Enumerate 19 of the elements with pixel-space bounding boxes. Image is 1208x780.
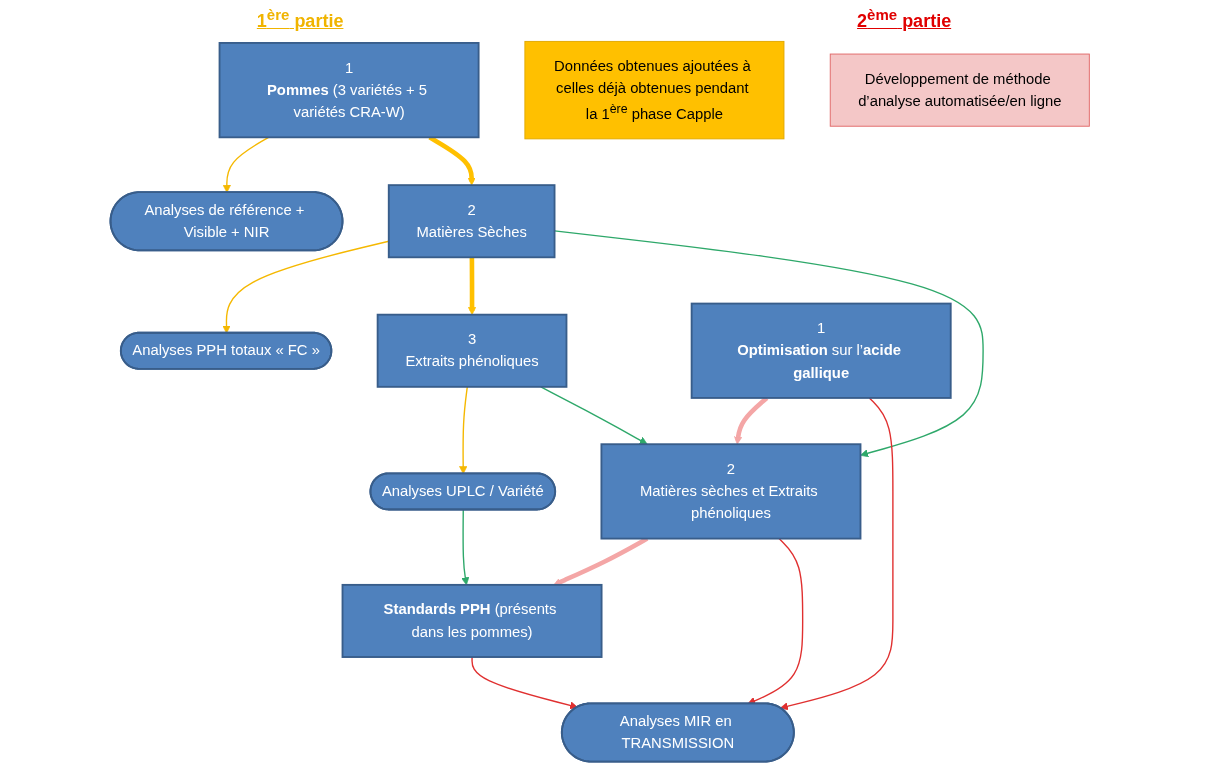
node-box: 2 Matières Sèches [387, 184, 556, 259]
arrow [780, 397, 894, 711]
section-heading: 2$^{ème}$ partie [857, 6, 952, 32]
node-box: 2 Matières sèches et Extraits phénoliques [600, 443, 862, 540]
arrow [471, 656, 578, 710]
arrow [461, 509, 470, 586]
arrow [540, 386, 648, 445]
arrow [468, 257, 477, 316]
node-box: 1 Pommes (3 variétés + 5 variétés CRA-W) [218, 42, 480, 139]
arrow [747, 537, 804, 705]
arrow [459, 386, 469, 475]
node-box: Développement de méthode d’analyse automatisée/en ligne [829, 53, 1090, 127]
node-box: Données obtenues ajoutées à celles déjà obtenues pendant la 1$^{ère}$ phase Capple [524, 40, 785, 140]
arrow [734, 396, 769, 445]
node-box: 3 Extraits phénoliques [376, 313, 568, 388]
arrow [222, 136, 270, 193]
node-box: Standards PPH (présents dans les pommes) [341, 583, 603, 658]
section-heading: 1$^{ère}$ partie [256, 6, 344, 32]
node-box: 1 Optimisation sur l’acide gallique [690, 302, 952, 399]
